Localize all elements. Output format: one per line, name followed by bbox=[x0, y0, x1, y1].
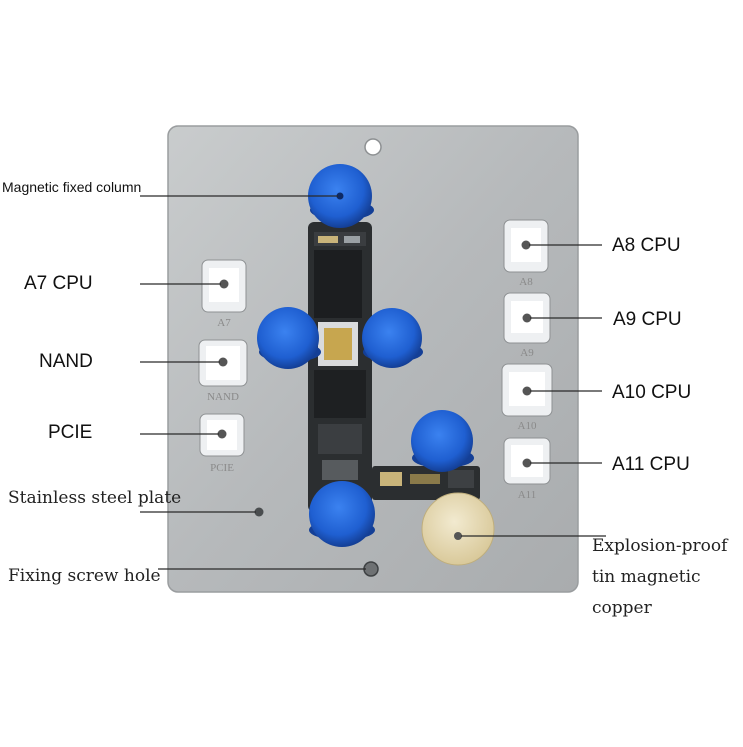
label-pcie: PCIE bbox=[48, 422, 93, 443]
magnet-left bbox=[257, 307, 321, 369]
slot-caption-nand: NAND bbox=[207, 391, 239, 403]
slot-a7 bbox=[201, 259, 247, 313]
label-copper-line2: tin magnetic bbox=[592, 567, 701, 587]
label-magnetic-column: Magnetic fixed column bbox=[2, 179, 142, 195]
label-nand: NAND bbox=[39, 351, 93, 372]
label-copper-line1: Explosion-proof bbox=[592, 536, 728, 556]
logic-board bbox=[308, 222, 480, 512]
slot-caption-a10: A10 bbox=[518, 420, 537, 432]
slot-caption-a9: A9 bbox=[520, 347, 534, 359]
label-a10-cpu: A10 CPU bbox=[612, 382, 692, 403]
slot-caption-a11: A11 bbox=[518, 489, 537, 501]
slot-caption-pcie: PCIE bbox=[210, 462, 234, 474]
label-a11-cpu: A11 CPU bbox=[612, 454, 690, 475]
label-stainless-plate: Stainless steel plate bbox=[8, 488, 182, 508]
slot-a11 bbox=[503, 437, 551, 485]
leader-lines bbox=[140, 195, 606, 570]
magnet-top bbox=[308, 164, 374, 228]
label-fixing-screw-hole: Fixing screw hole bbox=[8, 566, 161, 586]
plate-screw bbox=[254, 507, 264, 517]
magnet-bottom bbox=[309, 481, 375, 547]
slot-caption-a8: A8 bbox=[519, 276, 533, 288]
slot-a9 bbox=[503, 292, 551, 344]
slot-a8 bbox=[503, 219, 549, 273]
magnet-mid-right bbox=[411, 410, 474, 472]
label-a7-cpu: A7 CPU bbox=[24, 273, 93, 294]
label-explosion-proof-copper: Explosion-proof tin magnetic copper bbox=[592, 531, 727, 624]
slot-pcie bbox=[199, 413, 245, 457]
slot-a10 bbox=[501, 363, 553, 417]
copper-disc bbox=[421, 492, 495, 566]
top-hole bbox=[364, 138, 382, 156]
label-a8-cpu: A8 CPU bbox=[612, 235, 681, 256]
label-copper-line3: copper bbox=[592, 598, 652, 618]
slot-nand bbox=[198, 339, 248, 387]
label-a9-cpu: A9 CPU bbox=[613, 309, 682, 330]
slot-caption-a7: A7 bbox=[217, 317, 231, 329]
magnet-right bbox=[362, 308, 423, 368]
fixing-screw-hole bbox=[363, 561, 379, 577]
